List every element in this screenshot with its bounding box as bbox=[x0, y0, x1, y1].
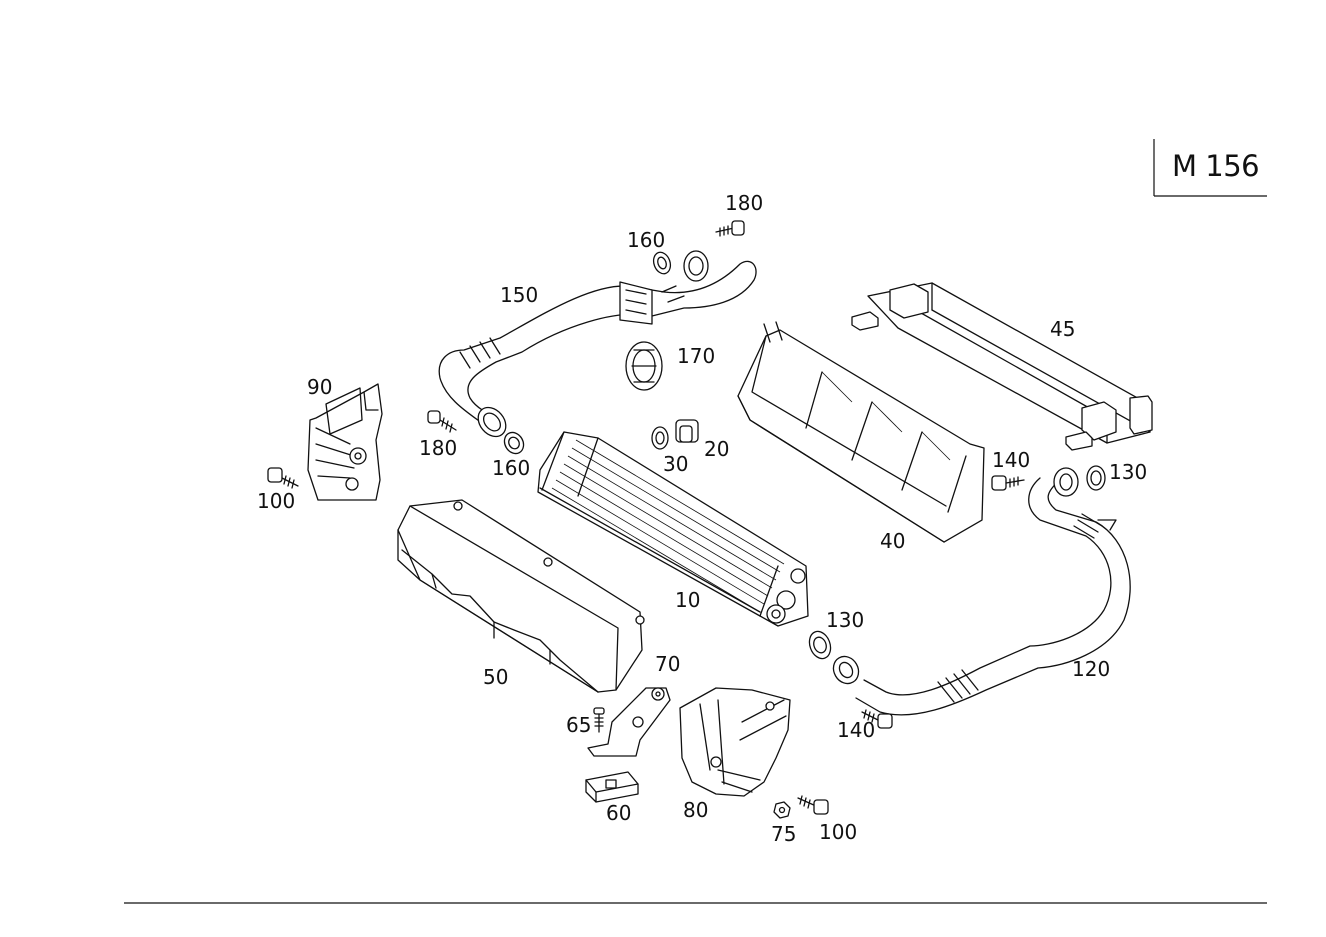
callout-120: 120 bbox=[1072, 657, 1110, 681]
part-180-bolt-upper bbox=[715, 220, 745, 237]
part-45-crossmember bbox=[851, 282, 1153, 451]
callout-20: 20 bbox=[704, 437, 729, 461]
part-40-air-duct bbox=[737, 321, 985, 543]
callout-160-lower: 160 bbox=[492, 456, 530, 480]
part-130-seal-lower bbox=[808, 630, 832, 660]
engine-code-label: M 156 bbox=[1172, 149, 1259, 183]
callout-160-upper: 160 bbox=[627, 228, 665, 252]
callout-130-lower: 130 bbox=[826, 608, 864, 632]
callout-65: 65 bbox=[566, 713, 591, 737]
part-140-bolt-lower bbox=[861, 709, 893, 729]
part-60-mount-pad bbox=[585, 771, 639, 803]
callout-70: 70 bbox=[655, 652, 680, 676]
part-90-bracket bbox=[307, 383, 383, 501]
callout-90: 90 bbox=[307, 375, 332, 399]
callout-75: 75 bbox=[771, 822, 796, 846]
callout-100-bottom: 100 bbox=[819, 820, 857, 844]
callout-60: 60 bbox=[606, 801, 631, 825]
part-160-seal-upper bbox=[652, 251, 672, 275]
callout-100-left: 100 bbox=[257, 489, 295, 513]
part-75-nut bbox=[773, 801, 791, 819]
part-120-charge-hose bbox=[832, 467, 1131, 716]
part-10-intercooler bbox=[537, 431, 809, 627]
part-20-plug bbox=[675, 419, 699, 443]
part-50-lower-duct bbox=[397, 499, 645, 693]
callout-170: 170 bbox=[677, 344, 715, 368]
callout-45: 45 bbox=[1050, 317, 1075, 341]
callout-140-upper: 140 bbox=[992, 448, 1030, 472]
part-140-bolt-upper bbox=[991, 475, 1025, 491]
part-65-screw bbox=[593, 707, 605, 733]
part-70-bracket bbox=[587, 687, 671, 757]
callout-10: 10 bbox=[675, 588, 700, 612]
part-100-bolt-bottom bbox=[797, 795, 829, 815]
callout-40: 40 bbox=[880, 529, 905, 553]
callout-30: 30 bbox=[663, 452, 688, 476]
part-170-ring bbox=[625, 341, 663, 391]
callout-labels: 10 20 30 40 45 50 60 65 70 75 80 90 100 … bbox=[257, 191, 1147, 846]
engine-code-box: M 156 bbox=[1153, 139, 1267, 197]
callout-80: 80 bbox=[683, 798, 708, 822]
callout-150: 150 bbox=[500, 283, 538, 307]
callout-50: 50 bbox=[483, 665, 508, 689]
callout-180-lower: 180 bbox=[419, 436, 457, 460]
part-30-washer bbox=[651, 426, 669, 450]
part-160-seal-lower bbox=[503, 431, 525, 455]
part-80-bracket bbox=[679, 687, 791, 797]
part-180-bolt-lower bbox=[427, 410, 457, 433]
callout-130-upper: 130 bbox=[1109, 460, 1147, 484]
part-130-seal-upper bbox=[1086, 465, 1106, 491]
callout-180-upper: 180 bbox=[725, 191, 763, 215]
part-100-bolt-left bbox=[267, 467, 299, 489]
part-150-charge-hose bbox=[438, 250, 757, 438]
callout-140-lower: 140 bbox=[837, 718, 875, 742]
